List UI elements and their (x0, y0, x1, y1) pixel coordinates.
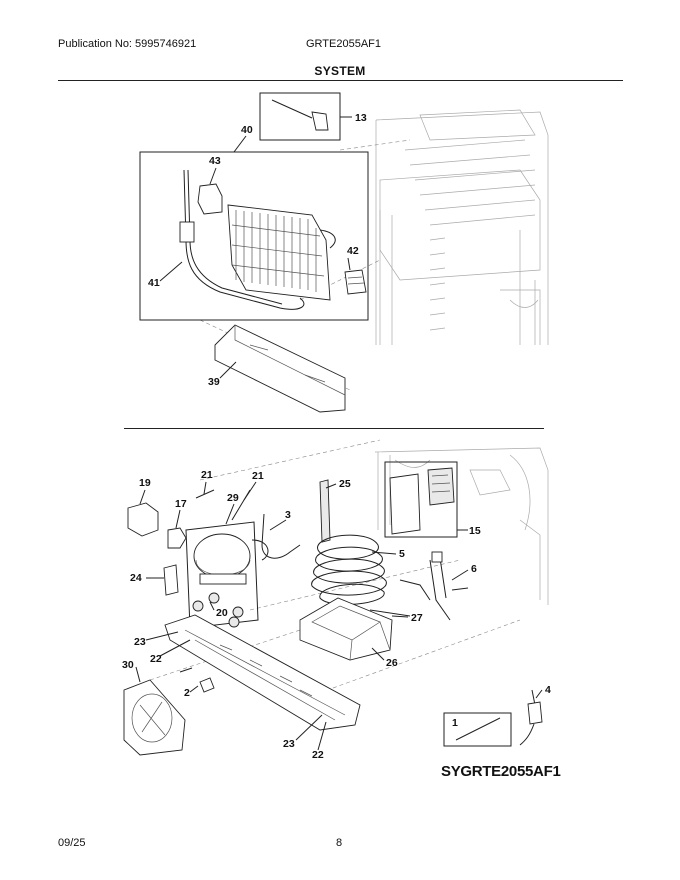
callout-17: 17 (175, 498, 187, 510)
part-17-overload (167, 527, 187, 549)
callout-2: 2 (184, 687, 190, 699)
part-27-line (369, 609, 411, 617)
part-39-drain-tray (214, 324, 346, 413)
callout-26: 26 (386, 657, 398, 669)
callout-22-b: 22 (312, 749, 324, 761)
part-4-thermistor (519, 689, 543, 746)
callout-25: 25 (339, 478, 351, 490)
diagram-code: SYGRTE2055AF1 (441, 763, 560, 780)
part-6-harness (399, 557, 469, 621)
base-rail (164, 614, 361, 731)
part-20-grommets (192, 592, 244, 628)
callout-5: 5 (399, 548, 405, 560)
section-divider (124, 428, 544, 429)
part-30-fan-shroud (123, 679, 186, 756)
header-rule (58, 80, 623, 81)
callout-30: 30 (122, 659, 134, 671)
part-6-connector (431, 551, 443, 563)
part-19-relay (127, 502, 159, 537)
callout-21-a: 21 (201, 469, 213, 481)
callout-23-a: 23 (134, 636, 146, 648)
model-number: GRTE2055AF1 (306, 38, 382, 50)
callout-24: 24 (130, 572, 142, 584)
part-29-compressor (185, 521, 269, 629)
footer-date: 09/25 (58, 837, 86, 849)
callout-19: 19 (139, 477, 151, 489)
callout-15: 15 (469, 525, 481, 537)
callout-23-b: 23 (283, 738, 295, 750)
callout-42: 42 (347, 245, 359, 257)
callout-22-a: 22 (150, 653, 162, 665)
callout-3: 3 (285, 509, 291, 521)
callout-6: 6 (471, 563, 477, 575)
leader-lines (135, 167, 543, 751)
callout-4: 4 (545, 684, 551, 696)
callout-39: 39 (208, 376, 220, 388)
part-21-strap-a (195, 489, 215, 499)
callout-41: 41 (148, 277, 160, 289)
callout-43: 43 (209, 155, 221, 167)
part-24-capacitor (163, 564, 179, 596)
callout-40: 40 (241, 124, 253, 136)
callout-29: 29 (227, 492, 239, 504)
part-15-control-board (384, 461, 468, 538)
callout-20: 20 (216, 607, 228, 619)
part-2-wire (179, 667, 193, 673)
callout-21-b: 21 (252, 470, 264, 482)
part-5-condenser (311, 534, 387, 606)
part-13-sensor (259, 92, 352, 141)
section-title: SYSTEM (314, 64, 366, 78)
part-25-tube (319, 479, 331, 543)
publication-number: Publication No: 5995746921 (58, 38, 197, 50)
part-26-drain-pan (299, 597, 393, 661)
callout-1: 1 (452, 717, 458, 729)
page-number: 8 (336, 837, 343, 849)
callout-13: 13 (355, 112, 367, 124)
callout-27: 27 (411, 612, 423, 624)
part-3-tube (261, 513, 301, 559)
part-2-clip (199, 677, 215, 693)
part-1-tubing-box (443, 712, 512, 747)
assembly-40-evaporator (139, 135, 369, 321)
